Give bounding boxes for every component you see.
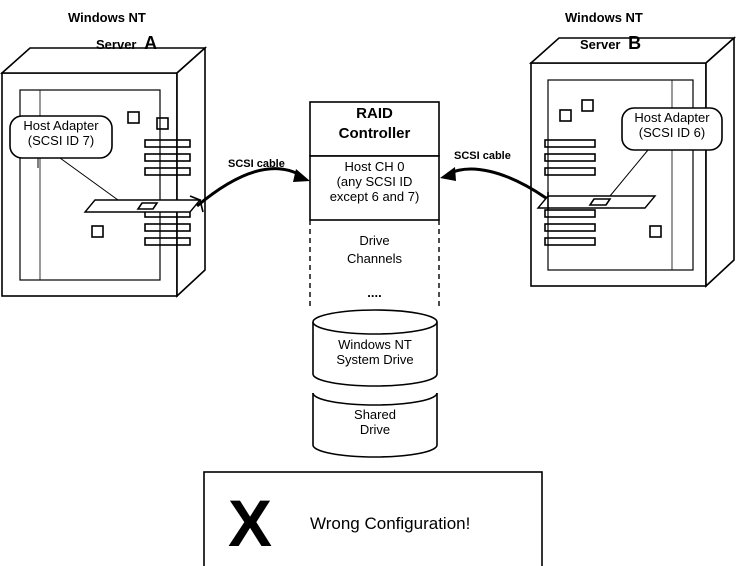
server-a-adapter-label: Host Adapter (SCSI ID 7) [10,118,112,149]
server-a-adapter-line1: Host Adapter [23,118,99,133]
raid-host-line1: Host CH 0 [344,159,405,174]
raid-ellipsis: .... [367,285,382,300]
server-b-adapter-line1: Host Adapter [634,110,710,125]
system-drive-line1: Windows NT [338,337,412,352]
raid-controller-title: RAID Controller [310,104,439,143]
scsi-cable-left [196,167,303,208]
verdict-message: Wrong Configuration! [310,514,471,533]
shared-drive [312,393,438,458]
scsi-cable-right [447,167,547,200]
scsi-cable-left-label: SCSI cable [228,158,285,170]
server-a-tower [0,46,208,298]
server-b-title-line1: Windows NT [565,10,643,25]
drive-stack [312,309,438,458]
raid-host-channel: Host CH 0 (any SCSI ID except 6 and 7) [310,159,439,205]
system-drive [312,322,438,387]
shared-drive-label: Shared Drive [313,407,437,438]
server-b-letter: B [628,33,642,53]
server-a-title: Windows NT [68,10,146,25]
scsi-cable-right-label: SCSI cable [454,150,511,162]
server-b-tower [528,36,737,288]
arrow-right-icon [293,169,310,182]
server-b-adapter-callout [621,107,723,151]
server-b-subtitle: Server B [580,33,641,54]
raid-host-line3: except 6 and 7) [329,188,420,204]
x-mark-icon: X [228,486,273,560]
server-b-adapter-line2: (SCSI ID 6) [638,124,706,140]
server-a-subtitle: Server A [96,33,157,54]
server-b-title: Windows NT [565,10,643,25]
raid-title-line2: Controller [338,124,411,142]
raid-drive-line2: Channels [347,251,402,267]
server-a-subtitle-text: Server [96,37,137,52]
shared-drive-line1: Shared [354,407,396,422]
raid-controller [309,101,440,310]
server-b-adapter-label: Host Adapter (SCSI ID 6) [622,110,722,141]
shared-drive-line2: Drive [359,421,391,437]
cable-arrowheads [293,167,456,182]
server-a-title-line1: Windows NT [68,10,146,25]
raid-title-line1: RAID [356,105,393,122]
raid-host-line2: (any SCSI ID [336,173,413,189]
verdict-box [203,471,543,566]
scsi-cables [196,167,547,208]
raid-drive-line1: Drive [359,233,390,248]
server-a-letter: A [144,33,158,53]
arrow-left-icon [440,167,456,181]
raid-drive-channels: Drive Channels [310,232,439,268]
system-drive-line2: System Drive [336,351,414,367]
system-drive-label: Windows NT System Drive [313,337,437,368]
server-a-adapter-line2: (SCSI ID 7) [27,132,95,148]
server-b-subtitle-text: Server [580,37,621,52]
server-a-adapter-callout [9,115,113,159]
